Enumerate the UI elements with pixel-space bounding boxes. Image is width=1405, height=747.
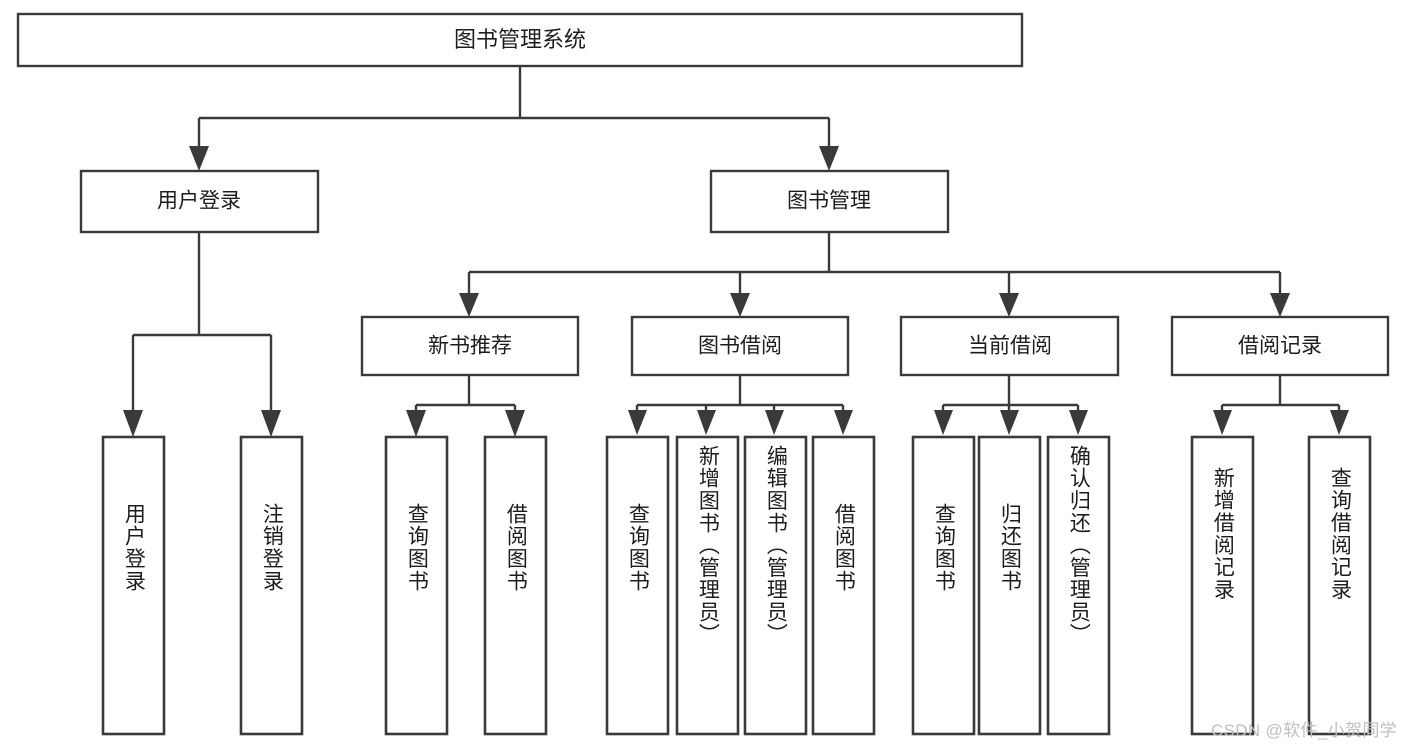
- node-leaf-borrow-edit-box[interactable]: [743, 435, 808, 736]
- watermark-text: CSDN @软件_小贺同学: [1210, 721, 1397, 740]
- connector-group-book-mgmt: [459, 232, 1290, 317]
- node-leaf-borrow-add-box[interactable]: [675, 435, 740, 736]
- node-leaf-recommend-borrow-box[interactable]: [483, 435, 548, 736]
- arrow-head-recommend-child2: [505, 410, 525, 437]
- node-leaf-borrow-query-box[interactable]: [605, 435, 670, 736]
- arrow-head-borrow-child2: [697, 410, 716, 435]
- node-current-borrow-box[interactable]: [899, 315, 1120, 377]
- connector-group-current: [934, 375, 1088, 435]
- node-book-mgmt-label: 图书管理: [787, 190, 871, 213]
- arrow-head-current-child1: [934, 410, 953, 435]
- connector-group-record: [1213, 375, 1349, 435]
- node-book-mgmt-box[interactable]: [709, 169, 950, 234]
- arrow-head-recommend-child1: [406, 410, 426, 437]
- node-borrow-record-label: 借阅记录: [1238, 335, 1322, 358]
- node-book-borrow-box[interactable]: [630, 315, 850, 377]
- arrow-head-current-child2: [1000, 410, 1019, 435]
- arrow-head-user-login-child2: [261, 410, 281, 437]
- arrow-head-user-login-child1: [123, 410, 143, 437]
- node-new-book-recommend-box[interactable]: [360, 315, 580, 377]
- arrow-head-borrow-child1: [628, 410, 647, 435]
- node-leaf-user-login-box[interactable]: [101, 435, 166, 736]
- node-current-borrow-label: 当前借阅: [968, 335, 1052, 358]
- node-leaf-current-query-box[interactable]: [911, 435, 976, 736]
- node-user-login-label: 用户登录: [157, 190, 241, 213]
- arrow-head-borrow-child3: [765, 410, 784, 435]
- arrow-head-record: [1270, 293, 1290, 317]
- arrow-head-book-mgmt: [819, 146, 839, 171]
- node-leaf-recommend-query-box[interactable]: [384, 435, 449, 736]
- node-leaf-current-confirm-box[interactable]: [1046, 435, 1111, 736]
- node-leaf-borrow-lend-box[interactable]: [811, 435, 876, 736]
- arrow-head-record-child1: [1213, 410, 1232, 435]
- arrow-head-borrow: [730, 293, 750, 317]
- node-user-login-box[interactable]: [79, 169, 320, 234]
- arrow-head-recommend: [459, 293, 479, 317]
- connector-group-recommend: [406, 375, 525, 437]
- arrow-head-record-child2: [1330, 410, 1349, 435]
- connector-group-borrow: [628, 375, 853, 435]
- connector-group-root: [189, 66, 839, 171]
- arrow-head-user-login: [189, 146, 209, 171]
- node-borrow-record-box[interactable]: [1170, 315, 1390, 377]
- node-leaf-record-query-box[interactable]: [1307, 435, 1372, 736]
- node-book-borrow-label: 图书借阅: [698, 335, 782, 358]
- node-leaf-logout-box[interactable]: [239, 435, 304, 736]
- node-new-book-recommend-label: 新书推荐: [428, 335, 512, 358]
- arrow-head-current: [999, 293, 1019, 317]
- connector-group-user-login: [123, 232, 281, 437]
- arrow-head-current-child3: [1069, 410, 1088, 435]
- arrow-head-borrow-child4: [834, 410, 853, 435]
- node-root-box[interactable]: [16, 12, 1024, 68]
- node-root-label: 图书管理系统: [454, 27, 586, 52]
- node-leaf-record-add-box[interactable]: [1190, 435, 1255, 736]
- node-leaf-current-return-box[interactable]: [977, 435, 1042, 736]
